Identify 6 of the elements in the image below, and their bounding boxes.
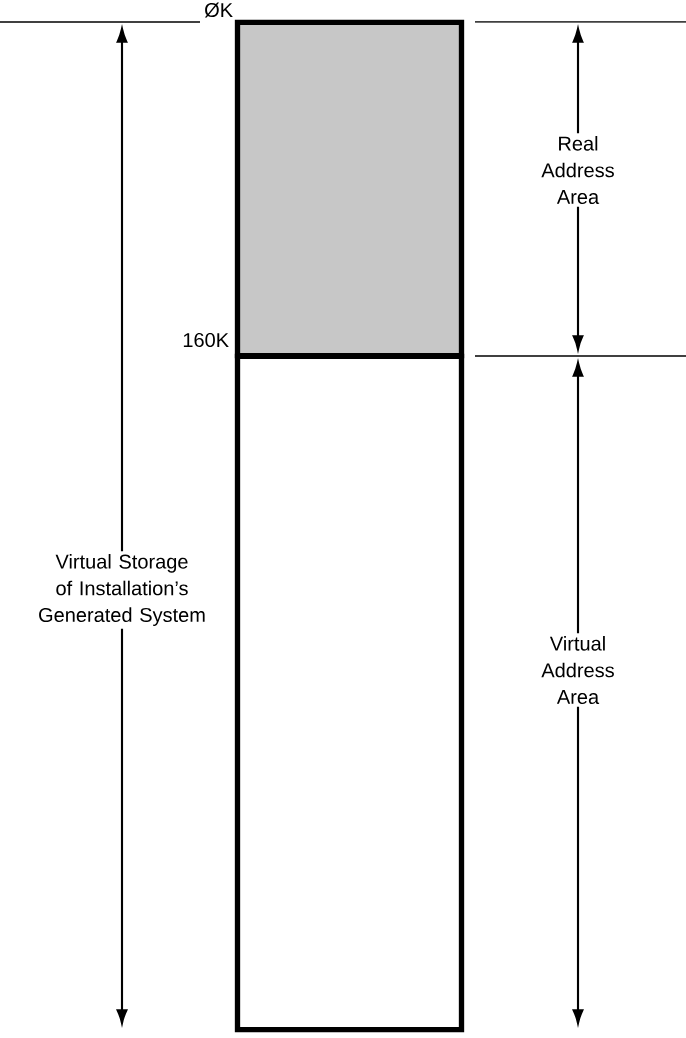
- label: ØK: [204, 2, 233, 18]
- label: 160K: [183, 332, 229, 348]
- memory-area-box: [234, 353, 465, 1033]
- label: Virtual Address Area: [532, 633, 624, 707]
- label: Virtual Storage of Installation’s Generated System: [19, 551, 225, 629]
- label: Real Address Area: [532, 133, 624, 207]
